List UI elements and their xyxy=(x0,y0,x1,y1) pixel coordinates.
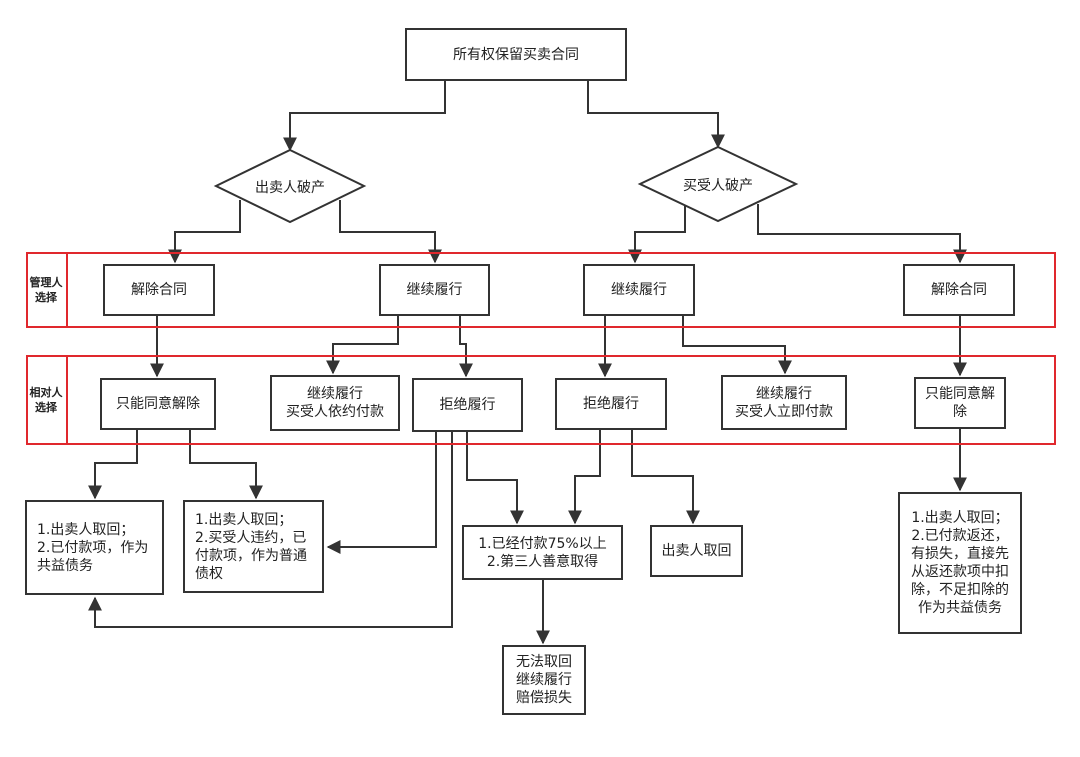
buyer-continue-pays-now-text: 继续履行 买受人立即付款 xyxy=(735,385,833,420)
buyer-only-agree-cancel: 只能同意解 除 xyxy=(914,377,1006,429)
seller-only-agree-cancel: 只能同意解除 xyxy=(100,378,216,430)
result-seller-retrieve: 出卖人取回 xyxy=(650,525,743,577)
result-buyer-side-refund: 1.出卖人取回； 2.已付款返还， 有损失，直接先 从返还款项中扣 除，不足扣除… xyxy=(898,492,1022,634)
result-paid-75-text: 1.已经付款75%以上 2.第三人善意取得 xyxy=(478,535,607,570)
connector xyxy=(459,316,473,378)
result-no-retrieve-damages: 无法取回 继续履行 赔偿损失 xyxy=(502,645,586,715)
connector xyxy=(631,428,700,525)
admin-choice-label: 管理人 选择 xyxy=(26,252,68,328)
connector xyxy=(88,429,138,500)
connector xyxy=(326,316,399,375)
result-buyer-breach-text: 1.出卖人取回； 2.买受人违约，已 付款项，作为普通 债权 xyxy=(195,511,307,582)
connector xyxy=(628,204,686,264)
buyer-cancel-contract: 解除合同 xyxy=(903,264,1015,316)
connector xyxy=(326,432,437,554)
seller-bankruptcy-diamond xyxy=(213,148,367,224)
result-buyer-side-refund-text: 1.出卖人取回； 2.已付款返还， 有损失，直接先 从返还款项中扣 除，不足扣除… xyxy=(911,510,1009,616)
result-paid-75-good-faith: 1.已经付款75%以上 2.第三人善意取得 xyxy=(462,525,623,580)
seller-bankruptcy-label: 出卖人破产 xyxy=(255,180,325,196)
seller-continue-performance: 继续履行 xyxy=(379,264,490,316)
seller-only-agree-text: 只能同意解除 xyxy=(116,396,200,412)
result-no-retrieve-text: 无法取回 继续履行 赔偿损失 xyxy=(516,654,572,706)
buyer-bankruptcy-label: 买受人破产 xyxy=(683,178,753,194)
buyer-refuse-performance: 拒绝履行 xyxy=(555,378,667,430)
connector xyxy=(283,80,446,152)
buyer-only-agree-text: 只能同意解 除 xyxy=(925,386,995,420)
result-buyer-breach-ordinary-claim: 1.出卖人取回； 2.买受人违约，已 付款项，作为普通 债权 xyxy=(183,500,324,593)
result-seller-retrieve-common-debt: 1.出卖人取回； 2.已付款项，作为 共益债务 xyxy=(25,500,164,595)
connector xyxy=(682,316,792,375)
buyer-bankruptcy-diamond xyxy=(637,145,799,223)
buyer-continue-text: 继续履行 xyxy=(611,282,667,298)
admin-choice-band xyxy=(26,252,1056,328)
buyer-cancel-text: 解除合同 xyxy=(931,282,987,298)
seller-continue-buyer-pays: 继续履行 买受人依约付款 xyxy=(270,375,400,431)
buyer-continue-performance: 继续履行 xyxy=(583,264,695,316)
connector xyxy=(88,432,453,628)
seller-continue-buyer-pays-text: 继续履行 买受人依约付款 xyxy=(286,386,384,420)
seller-cancel-contract: 解除合同 xyxy=(103,264,215,316)
buyer-continue-buyer-pays-now: 继续履行 买受人立即付款 xyxy=(721,375,847,430)
result-seller-retrieve-text: 出卖人取回 xyxy=(661,543,732,559)
connector xyxy=(466,432,524,525)
counterparty-choice-band xyxy=(26,355,1056,445)
seller-refuse-performance: 拒绝履行 xyxy=(412,378,523,432)
connector xyxy=(568,428,601,525)
counterparty-choice-label: 相对人 选择 xyxy=(26,355,68,445)
title-box: 所有权保留买卖合同 xyxy=(405,28,627,81)
seller-cancel-text: 解除合同 xyxy=(131,282,187,298)
connector xyxy=(189,429,263,500)
seller-refuse-text: 拒绝履行 xyxy=(439,397,496,413)
result-seller-retrieve-common-debt-text: 1.出卖人取回； 2.已付款项，作为 共益债务 xyxy=(37,521,149,574)
buyer-refuse-text: 拒绝履行 xyxy=(583,396,639,412)
connector xyxy=(168,200,241,264)
connector xyxy=(587,80,725,149)
title-text: 所有权保留买卖合同 xyxy=(453,46,579,63)
connector xyxy=(757,204,967,264)
seller-continue-text: 继续履行 xyxy=(406,282,463,298)
connector xyxy=(339,200,442,264)
